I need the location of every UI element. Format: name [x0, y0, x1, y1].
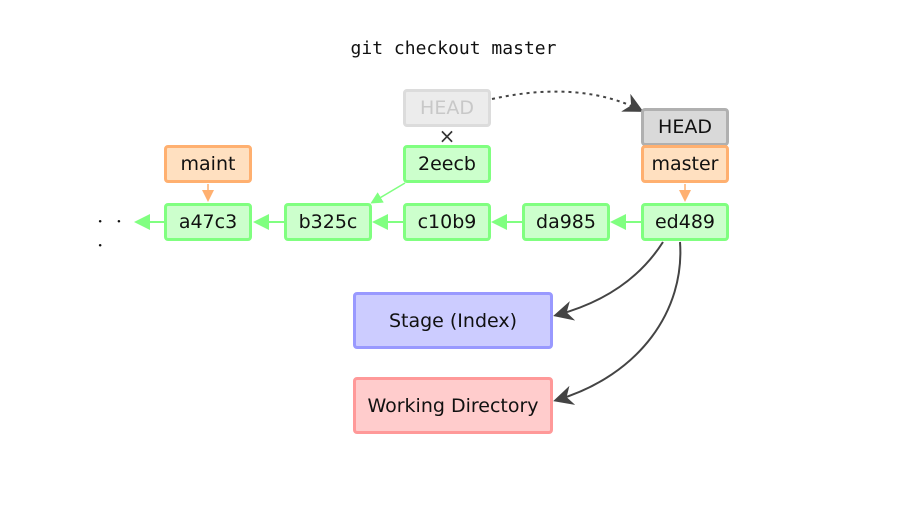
branch-master-label: master [651, 153, 719, 175]
history-ellipsis: · · · [97, 209, 126, 257]
branch-maint-label: maint [180, 153, 236, 175]
commit-ed489: ed489 [641, 203, 729, 241]
working-directory-box: Working Directory [353, 377, 553, 434]
commit-c10b9: c10b9 [403, 203, 491, 241]
commit-c10b9-label: c10b9 [417, 211, 477, 233]
checkout-to-stage-arrow [553, 241, 664, 321]
commit-2eecb-label: 2eecb [418, 153, 476, 175]
working-directory-label: Working Directory [367, 394, 539, 417]
old-head-label: HEAD [420, 97, 474, 119]
branch-master: master [641, 145, 729, 183]
commit-a47c3: a47c3 [164, 203, 252, 241]
detached-mark: × [438, 124, 456, 148]
commit-a47c3-label: a47c3 [178, 211, 238, 233]
commit-2eecb: 2eecb [403, 145, 491, 183]
stage-index-box: Stage (Index) [353, 292, 553, 349]
head-label: HEAD [658, 116, 712, 138]
commit-b325c-label: b325c [298, 211, 358, 233]
commit-ed489-label: ed489 [654, 211, 715, 233]
branch-maint: maint [164, 145, 252, 183]
commit-da985: da985 [522, 203, 610, 241]
old-head-pointer: HEAD [403, 89, 491, 127]
parent-arrow-2eecb-b325c [370, 182, 406, 204]
checkout-to-working-directory-arrow [553, 241, 682, 405]
commit-da985-label: da985 [536, 211, 596, 233]
stage-index-label: Stage (Index) [388, 309, 518, 332]
head-move-arrow [491, 90, 644, 112]
command-title: git checkout master [350, 38, 557, 59]
head-pointer: HEAD [641, 108, 729, 146]
commit-b325c: b325c [284, 203, 372, 241]
